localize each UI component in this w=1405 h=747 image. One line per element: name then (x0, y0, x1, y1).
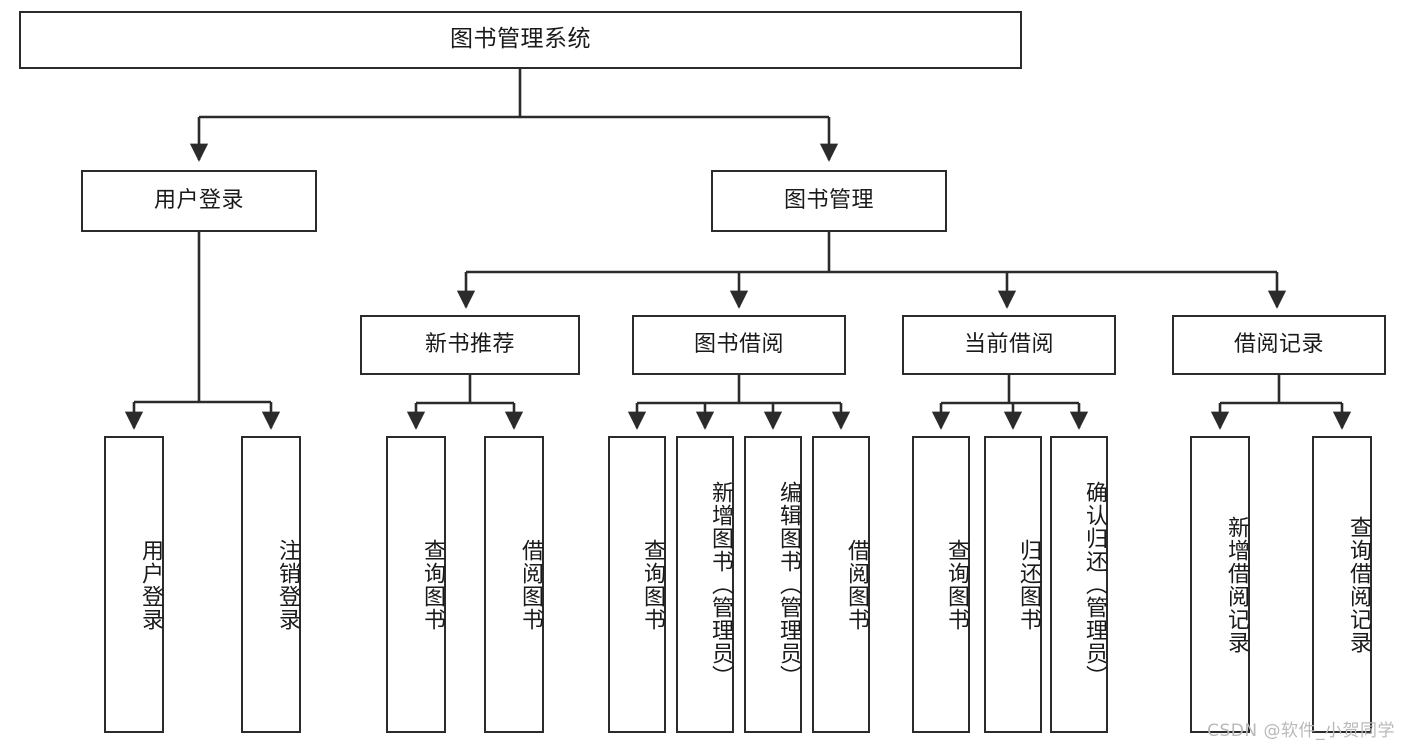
node-borrow-record[interactable]: 借阅记录 (1172, 315, 1386, 375)
node-book-borrow-label: 图书借阅 (693, 331, 784, 357)
node-new-book-recommend[interactable]: 新书推荐 (360, 315, 580, 375)
leaf-edit-book-admin-label: 编辑图书（管理员） (776, 481, 801, 688)
leaf-borrow-book-recommend[interactable]: 借阅图书 (484, 436, 544, 733)
leaf-user-login-label: 用户登录 (138, 538, 163, 631)
watermark: CSDN @软件_小贺同学 (1207, 721, 1395, 741)
leaf-user-login[interactable]: 用户登录 (104, 436, 164, 733)
leaf-query-book-current[interactable]: 查询图书 (912, 436, 970, 733)
node-book-management[interactable]: 图书管理 (711, 170, 947, 232)
leaf-confirm-return-admin-label: 确认归还（管理员） (1082, 481, 1107, 688)
leaf-query-borrow-record-label: 查询借阅记录 (1346, 515, 1371, 654)
node-book-borrow[interactable]: 图书借阅 (632, 315, 846, 375)
node-book-management-label: 图书管理 (783, 187, 874, 213)
leaf-logout[interactable]: 注销登录 (241, 436, 301, 733)
leaf-query-borrow-record[interactable]: 查询借阅记录 (1312, 436, 1372, 733)
leaf-query-book-current-label: 查询图书 (944, 538, 969, 631)
node-current-borrow-label: 当前借阅 (963, 331, 1054, 357)
leaf-borrow-book-label: 借阅图书 (844, 538, 869, 631)
leaf-confirm-return-admin[interactable]: 确认归还（管理员） (1050, 436, 1108, 733)
leaf-query-book-recommend-label: 查询图书 (420, 538, 445, 631)
leaf-borrow-book[interactable]: 借阅图书 (812, 436, 870, 733)
node-root[interactable]: 图书管理系统 (19, 11, 1022, 69)
leaf-query-book-borrow-label: 查询图书 (640, 538, 665, 631)
leaf-add-book-admin[interactable]: 新增图书（管理员） (676, 436, 734, 733)
leaf-borrow-book-recommend-label: 借阅图书 (518, 538, 543, 631)
leaf-add-borrow-record-label: 新增借阅记录 (1224, 515, 1249, 654)
node-new-book-recommend-label: 新书推荐 (424, 331, 515, 357)
node-borrow-record-label: 借阅记录 (1233, 331, 1324, 357)
leaf-return-book-label: 归还图书 (1016, 538, 1041, 631)
node-current-borrow[interactable]: 当前借阅 (902, 315, 1116, 375)
node-root-label: 图书管理系统 (450, 26, 591, 53)
leaf-logout-label: 注销登录 (275, 538, 300, 631)
leaf-query-book-recommend[interactable]: 查询图书 (386, 436, 446, 733)
leaf-add-book-admin-label: 新增图书（管理员） (708, 481, 733, 688)
leaf-add-borrow-record[interactable]: 新增借阅记录 (1190, 436, 1250, 733)
leaf-return-book[interactable]: 归还图书 (984, 436, 1042, 733)
node-user-login[interactable]: 用户登录 (81, 170, 317, 232)
node-user-login-label: 用户登录 (153, 187, 244, 213)
leaf-query-book-borrow[interactable]: 查询图书 (608, 436, 666, 733)
leaf-edit-book-admin[interactable]: 编辑图书（管理员） (744, 436, 802, 733)
